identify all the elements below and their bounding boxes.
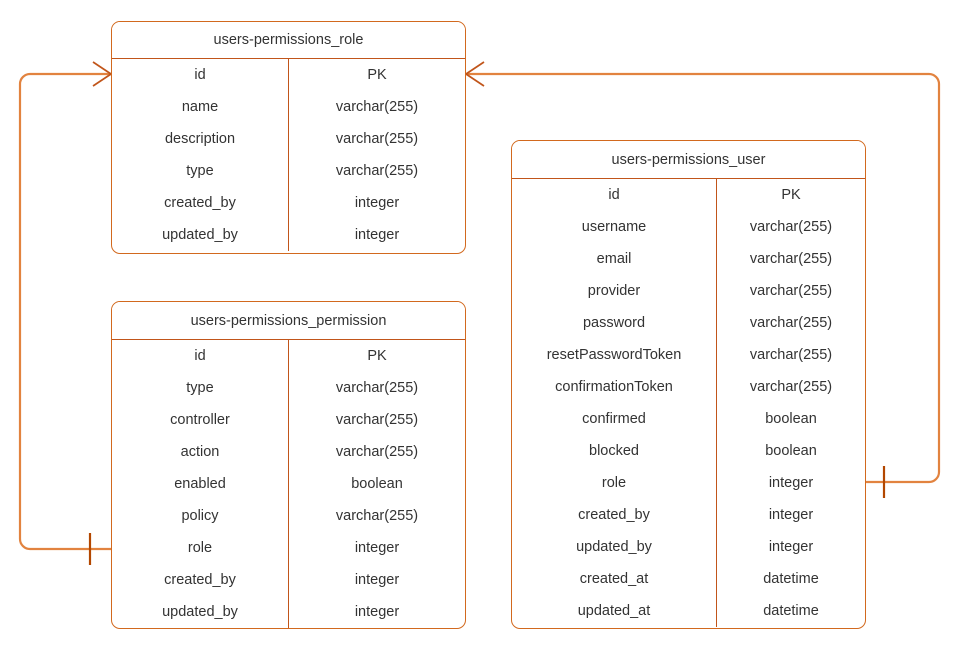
field-type-cell: varchar(255) [749,251,833,267]
table-row[interactable]: updated_by integer [512,531,865,563]
field-name-cell: email [512,243,717,275]
field-type-cell: varchar(255) [749,283,833,299]
entity-title-permission: users-permissions_permission [112,302,465,340]
table-row[interactable]: id PK [512,179,865,211]
entity-rows-user: id PK username varchar(255) email varchar(255… [512,179,865,627]
table-row[interactable]: type varchar(255) [112,155,465,187]
table-row[interactable]: created_by integer [512,499,865,531]
field-type-cell: integer [354,195,400,211]
field-type-cell: varchar(255) [335,99,419,115]
field-type-cell: varchar(255) [335,412,419,428]
field-type-cell: integer [354,604,400,620]
field-type-cell: PK [781,187,801,203]
field-type-cell: integer [768,539,814,555]
field-name-cell: description [112,123,289,155]
field-name-cell: updated_at [512,595,717,627]
table-row[interactable]: description varchar(255) [112,123,465,155]
field-name-cell: provider [512,275,717,307]
field-type-cell: boolean [351,476,403,492]
entity-rows-role: id PK name varchar(255) description varchar(2… [112,59,465,251]
entity-rows-permission: id PK type varchar(255) controller varchar(25… [112,340,465,628]
field-name-cell: updated_by [112,596,289,628]
field-type-cell: integer [354,227,400,243]
field-type-cell: varchar(255) [335,444,419,460]
field-name-cell: created_by [112,187,289,219]
field-name-cell: action [112,436,289,468]
field-name-cell: created_by [512,499,717,531]
field-type-cell: varchar(255) [749,379,833,395]
table-row[interactable]: id PK [112,340,465,372]
field-name-cell: id [112,59,289,91]
field-name-cell: type [112,372,289,404]
relationship-permission-role[interactable] [18,61,112,565]
field-name-cell: resetPasswordToken [512,339,717,371]
field-name-cell: updated_by [512,531,717,563]
table-row[interactable]: username varchar(255) [512,211,865,243]
table-row[interactable]: email varchar(255) [512,243,865,275]
field-name-cell: confirmationToken [512,371,717,403]
table-row[interactable]: provider varchar(255) [512,275,865,307]
table-row[interactable]: confirmed boolean [512,403,865,435]
field-name-cell: role [112,532,289,564]
field-type-cell: boolean [765,443,817,459]
field-name-cell: username [512,211,717,243]
table-row[interactable]: confirmationToken varchar(255) [512,371,865,403]
field-type-cell: varchar(255) [749,315,833,331]
field-type-cell: PK [367,67,387,83]
table-row[interactable]: updated_by integer [112,219,465,251]
table-row[interactable]: created_at datetime [512,563,865,595]
table-row[interactable]: updated_by integer [112,596,465,628]
table-row[interactable]: name varchar(255) [112,91,465,123]
field-type-cell: varchar(255) [749,347,833,363]
field-name-cell: password [512,307,717,339]
field-name-cell: confirmed [512,403,717,435]
table-row[interactable]: controller varchar(255) [112,404,465,436]
field-name-cell: id [112,340,289,372]
crowsfoot-many-role-left [92,61,112,87]
table-row[interactable]: role integer [112,532,465,564]
field-name-cell: enabled [112,468,289,500]
field-type-cell: integer [354,572,400,588]
field-type-cell: integer [768,507,814,523]
field-name-cell: created_by [112,564,289,596]
table-row[interactable]: role integer [512,467,865,499]
field-type-cell: integer [768,475,814,491]
table-row[interactable]: policy varchar(255) [112,500,465,532]
field-name-cell: blocked [512,435,717,467]
table-row[interactable]: action varchar(255) [112,436,465,468]
table-row[interactable]: password varchar(255) [512,307,865,339]
table-row[interactable]: resetPasswordToken varchar(255) [512,339,865,371]
field-name-cell: controller [112,404,289,436]
entity-title-user: users-permissions_user [512,141,865,179]
field-type-cell: varchar(255) [335,163,419,179]
table-row[interactable]: enabled boolean [112,468,465,500]
field-type-cell: datetime [763,571,819,587]
field-type-cell: varchar(255) [749,219,833,235]
field-name-cell: created_at [512,563,717,595]
field-type-cell: PK [367,348,387,364]
field-type-cell: integer [354,540,400,556]
field-type-cell: varchar(255) [335,508,419,524]
table-row[interactable]: blocked boolean [512,435,865,467]
field-name-cell: name [112,91,289,123]
field-type-cell: varchar(255) [335,380,419,396]
field-name-cell: policy [112,500,289,532]
table-row[interactable]: type varchar(255) [112,372,465,404]
field-type-cell: datetime [763,603,819,619]
table-row[interactable]: created_by integer [112,564,465,596]
table-row[interactable]: id PK [112,59,465,91]
entity-title-role: users-permissions_role [112,22,465,59]
field-type-cell: varchar(255) [335,131,419,147]
crowsfoot-many-role-right [465,61,485,87]
field-name-cell: updated_by [112,219,289,251]
field-name-cell: role [512,467,717,499]
table-row[interactable]: updated_at datetime [512,595,865,627]
field-name-cell: id [512,179,717,211]
table-row[interactable]: created_by integer [112,187,465,219]
field-type-cell: boolean [765,411,817,427]
field-name-cell: type [112,155,289,187]
